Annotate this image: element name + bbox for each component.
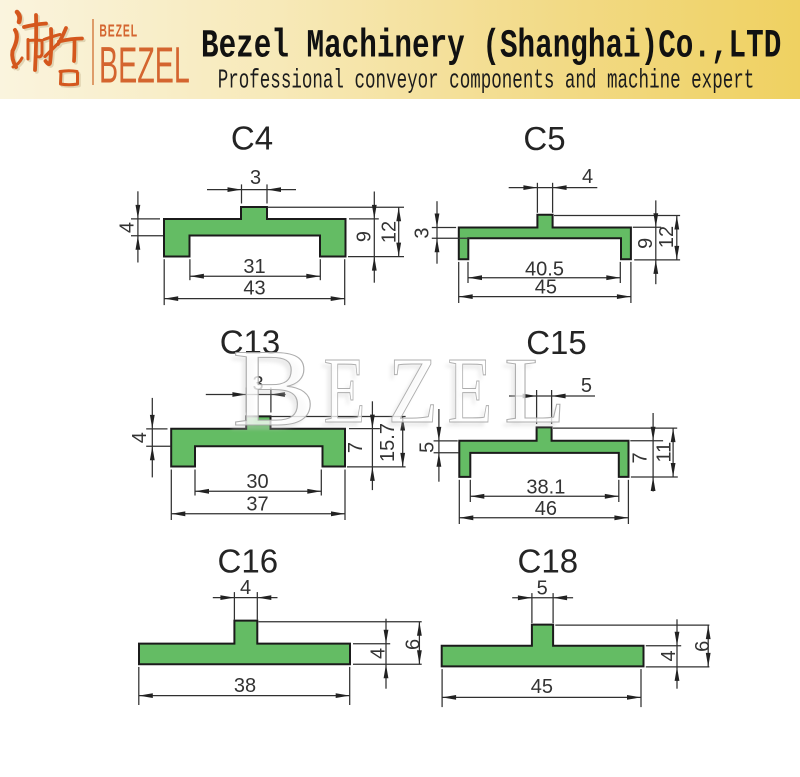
svg-text:6: 6 bbox=[692, 641, 714, 652]
svg-text:Z: Z bbox=[388, 339, 438, 444]
svg-text:5: 5 bbox=[537, 578, 548, 600]
svg-text:E: E bbox=[324, 339, 366, 443]
svg-text:C15: C15 bbox=[526, 324, 587, 361]
svg-text:4: 4 bbox=[117, 222, 139, 233]
svg-text:5: 5 bbox=[581, 375, 592, 397]
svg-text:E: E bbox=[320, 343, 362, 447]
svg-text:5: 5 bbox=[417, 442, 439, 453]
svg-text:11: 11 bbox=[654, 442, 676, 463]
svg-text:C16: C16 bbox=[218, 542, 279, 579]
svg-text:37: 37 bbox=[246, 494, 268, 516]
svg-text:30: 30 bbox=[246, 471, 268, 493]
svg-text:6: 6 bbox=[402, 639, 424, 650]
svg-text:Z: Z bbox=[384, 343, 434, 448]
svg-text:7: 7 bbox=[630, 452, 652, 463]
svg-text:38.1: 38.1 bbox=[526, 477, 565, 499]
svg-text:12: 12 bbox=[656, 226, 678, 248]
svg-text:40.5: 40.5 bbox=[525, 259, 564, 281]
svg-text:3: 3 bbox=[252, 373, 263, 395]
svg-text:4: 4 bbox=[658, 650, 680, 661]
svg-text:C5: C5 bbox=[523, 120, 565, 157]
svg-text:4: 4 bbox=[368, 648, 390, 659]
svg-text:38: 38 bbox=[234, 675, 256, 697]
svg-text:45: 45 bbox=[535, 277, 557, 299]
svg-text:4: 4 bbox=[582, 166, 593, 188]
svg-text:15.7: 15.7 bbox=[377, 423, 399, 462]
svg-text:4: 4 bbox=[240, 577, 251, 599]
svg-text:L: L bbox=[504, 339, 566, 443]
svg-text:Professional conveyor componen: Professional conveyor components and mac… bbox=[218, 65, 755, 96]
svg-text:9: 9 bbox=[635, 238, 657, 249]
svg-text:L: L bbox=[500, 344, 562, 448]
svg-text:31: 31 bbox=[243, 256, 265, 278]
svg-text:B: B bbox=[228, 331, 312, 453]
svg-text:E: E bbox=[447, 339, 492, 443]
svg-text:3: 3 bbox=[412, 227, 434, 238]
svg-text:4: 4 bbox=[129, 432, 151, 443]
svg-text:Bezel Machinery (Shanghai)Co.,: Bezel Machinery (Shanghai)Co.,LTD bbox=[201, 25, 781, 69]
svg-text:C4: C4 bbox=[231, 120, 273, 157]
svg-text:E: E bbox=[443, 344, 488, 448]
svg-text:BEZEL: BEZEL bbox=[99, 22, 138, 42]
svg-text:43: 43 bbox=[243, 278, 265, 300]
svg-text:C18: C18 bbox=[518, 542, 579, 579]
svg-text:9: 9 bbox=[354, 231, 376, 242]
svg-text:B: B bbox=[232, 327, 316, 449]
svg-text:BEZEL: BEZEL bbox=[99, 37, 190, 94]
svg-text:3: 3 bbox=[250, 167, 261, 189]
svg-text:C13: C13 bbox=[220, 323, 281, 360]
svg-text:12: 12 bbox=[378, 221, 400, 243]
svg-text:46: 46 bbox=[535, 498, 557, 520]
svg-text:45: 45 bbox=[531, 676, 553, 698]
svg-text:7: 7 bbox=[345, 442, 367, 453]
